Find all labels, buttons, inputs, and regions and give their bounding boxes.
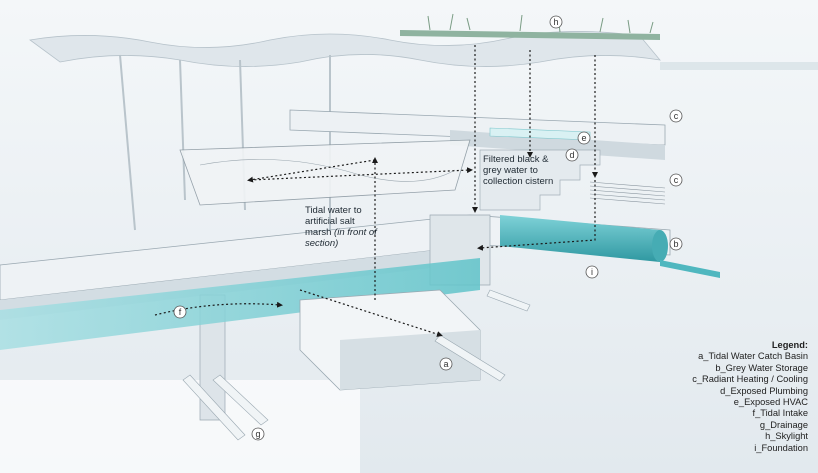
legend-item: d_Exposed Plumbing [720, 385, 808, 396]
legend-title: Legend: [771, 340, 808, 350]
grey-water-pipe-end [652, 230, 668, 262]
marker-h: h [549, 15, 563, 29]
legend-item: h_Skylight [765, 431, 808, 442]
filtered-water-text: Filtered black & grey water to collectio… [483, 154, 554, 187]
marker-g: g [251, 427, 265, 441]
marker-f: f [173, 305, 187, 319]
radiant-grille-lower [589, 181, 666, 205]
marker-i: i [585, 265, 599, 279]
legend-item: f_Tidal Intake [752, 408, 808, 419]
svg-text:a: a [443, 359, 448, 369]
legend-item: g_Drainage [759, 419, 808, 430]
tidal-water-callout: Tidal water to artificial salt marsh (in… [305, 205, 383, 249]
marker-d: d [565, 148, 579, 162]
upper-slab-underside [450, 130, 665, 160]
marker-c-lower: c [669, 173, 683, 187]
legend-item: c_Radiant Heating / Cooling [692, 374, 808, 385]
marker-e: e [577, 131, 591, 145]
salt-marsh-tray [179, 139, 471, 206]
svg-text:i: i [591, 267, 593, 277]
marker-c-upper: c [669, 109, 683, 123]
filtered-water-callout: Filtered black & grey water to collectio… [483, 154, 561, 187]
legend-item: b_Grey Water Storage [715, 362, 808, 373]
svg-text:f: f [179, 307, 182, 317]
svg-text:c: c [674, 111, 679, 121]
stair [479, 149, 601, 211]
foreground-fade [0, 380, 360, 473]
catch-basin-face [340, 330, 480, 390]
tidal-water-note: (in front of section) [305, 227, 377, 249]
legend: Legend: a_Tidal Water Catch Basin b_Grey… [692, 340, 808, 454]
marker-b: b [669, 237, 683, 251]
grey-water-pipe [500, 215, 660, 262]
svg-text:d: d [569, 150, 574, 160]
marker-a: a [439, 357, 453, 371]
skylight-roof [400, 30, 660, 40]
horizon-band [660, 62, 818, 70]
roof-canopy [28, 31, 661, 67]
svg-text:c: c [674, 175, 679, 185]
svg-text:b: b [673, 239, 678, 249]
tidal-water-text: Tidal water to artificial salt marsh [305, 205, 362, 238]
legend-item: i_Foundation [754, 442, 808, 453]
grey-water-outlet [660, 260, 720, 278]
svg-text:h: h [553, 17, 558, 27]
legend-item: e_Exposed HVAC [733, 397, 808, 408]
flow-lines [154, 45, 598, 337]
legend-item: a_Tidal Water Catch Basin [698, 351, 808, 362]
marsh-contour [199, 159, 456, 182]
svg-text:g: g [255, 429, 260, 439]
svg-text:e: e [581, 133, 586, 143]
drainage-pipes [182, 289, 531, 441]
